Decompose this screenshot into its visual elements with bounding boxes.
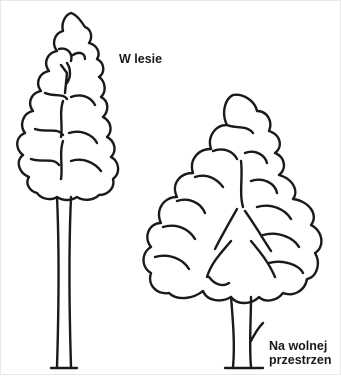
forest-tree-branches <box>31 49 101 179</box>
open-space-label-line2: przestrzen <box>269 353 332 367</box>
open-space-label: Na wolnej przestrzen <box>269 339 332 367</box>
open-space-label-line1: Na wolnej <box>269 339 332 353</box>
forest-tree-trunk <box>57 197 71 367</box>
forest-label: W lesie <box>119 52 162 66</box>
open-space-tree-trunk <box>231 297 263 367</box>
forest-tree <box>17 13 118 368</box>
open-space-tree-branches <box>155 125 303 285</box>
forest-tree-crown <box>17 13 118 200</box>
open-space-tree <box>144 95 322 368</box>
